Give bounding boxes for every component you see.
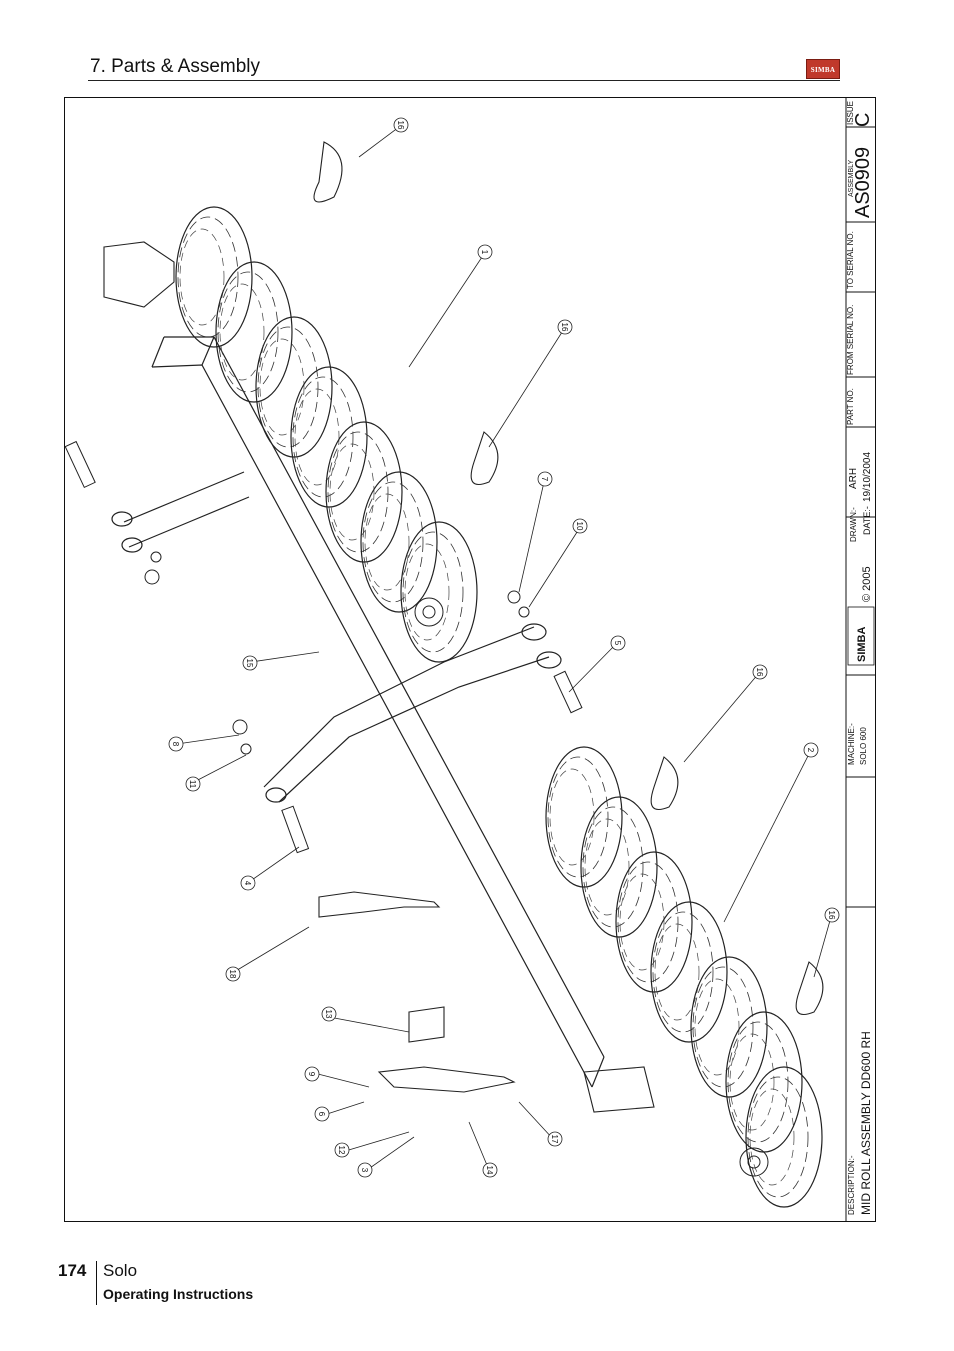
callout-7: 7	[537, 471, 553, 487]
date-label: DATE:-	[862, 506, 872, 535]
callout-16-bottom: 16	[824, 907, 840, 923]
callout-label: 2	[806, 748, 815, 753]
callout-14: 14	[482, 1162, 498, 1178]
part-no-label: PART NO.	[846, 388, 855, 425]
callout-label: 15	[245, 659, 254, 668]
manual-title: Operating Instructions	[103, 1286, 254, 1302]
description-label: DESCRIPTION:-	[847, 1155, 856, 1215]
issue-label: ISSUE	[846, 101, 855, 125]
callout-3: 3	[357, 1162, 373, 1178]
assembly-label: ASSEMBLY	[848, 159, 855, 197]
callout-label: 3	[360, 1168, 369, 1173]
disc-gang-upper	[175, 206, 478, 663]
callout-label: 9	[307, 1072, 316, 1077]
callout-label: 16	[755, 668, 764, 677]
hubs	[414, 597, 769, 1177]
brand-logo-text: SIMBA	[810, 66, 836, 74]
copyright: © 2005	[861, 566, 873, 602]
callout-label: 1	[480, 250, 489, 255]
callout-8: 8	[168, 736, 184, 752]
drawn-by: ARH	[848, 468, 859, 489]
product-name: Solo	[103, 1261, 138, 1280]
callout-1: 1	[477, 244, 493, 260]
callout-label: 7	[540, 477, 549, 482]
callout-12: 12	[334, 1142, 350, 1158]
simba-logo	[847, 606, 875, 666]
callout-18: 18	[225, 966, 241, 982]
callout-10: 10	[572, 518, 588, 534]
callout-label: 4	[243, 881, 252, 886]
disc-gang-lower	[545, 746, 823, 1208]
callout-label: 12	[337, 1146, 346, 1155]
callout-label: 16	[396, 121, 405, 130]
callout-label: 14	[485, 1166, 494, 1175]
pivot-arm	[111, 471, 562, 803]
callout-label: 11	[188, 780, 197, 789]
callout-5: 5	[610, 635, 626, 651]
header-divider	[88, 80, 840, 81]
leader-lines	[176, 126, 832, 1171]
callout-4: 4	[240, 875, 256, 891]
callout-11: 11	[185, 776, 201, 792]
from-serial-label: FROM SERIAL NO.	[846, 305, 855, 375]
brackets	[103, 141, 824, 1113]
brand-logo: SIMBA	[806, 59, 840, 79]
callout-label: 10	[575, 522, 584, 531]
callout-17: 17	[547, 1131, 563, 1147]
exploded-parts-drawing: 16 1 16 7 10 5 16 2 16 15 8 11 4 18 13 9…	[64, 97, 876, 1222]
to-serial-label: TO SERIAL NO.	[846, 231, 855, 289]
callout-label: 16	[560, 323, 569, 332]
assembly-number: AS0909	[852, 147, 874, 218]
description-value: MID ROLL ASSEMBLY DD600 RH	[859, 1031, 873, 1215]
callout-label: 17	[550, 1135, 559, 1144]
machine-label: MACHINE:-	[847, 723, 856, 765]
callout-6: 6	[314, 1106, 330, 1122]
callout-label: 5	[613, 641, 622, 646]
callout-16-top: 16	[393, 117, 409, 133]
callout-16-lower: 16	[752, 664, 768, 680]
callout-15: 15	[242, 655, 258, 671]
main-beam	[151, 336, 605, 1088]
callout-label: 18	[228, 970, 237, 979]
callout-16-mid: 16	[557, 319, 573, 335]
drawn-label: DRAWN:-	[849, 507, 858, 542]
section-title: 7. Parts & Assembly	[90, 56, 261, 77]
simba-logo-text: SIMBA	[856, 627, 868, 663]
callout-label: 13	[324, 1010, 333, 1019]
title-block: ISSUE C ASSEMBLY AS0909 TO SERIAL NO. FR…	[845, 97, 876, 1222]
callout-9: 9	[304, 1066, 320, 1082]
callout-balloons: 16 1 16 7 10 5 16 2 16 15 8 11 4 18 13 9…	[168, 117, 840, 1178]
callout-label: 16	[827, 911, 836, 920]
callout-label: 8	[171, 742, 180, 747]
issue-value: C	[852, 113, 874, 127]
page-number: 174	[58, 1261, 87, 1280]
callout-label: 6	[317, 1112, 326, 1117]
callout-2: 2	[803, 742, 819, 758]
date-value: 19/10/2004	[862, 452, 873, 502]
footer-divider	[96, 1261, 97, 1305]
callout-13: 13	[321, 1006, 337, 1022]
machine-value: SOLO 600	[859, 727, 868, 765]
fasteners	[64, 440, 583, 854]
